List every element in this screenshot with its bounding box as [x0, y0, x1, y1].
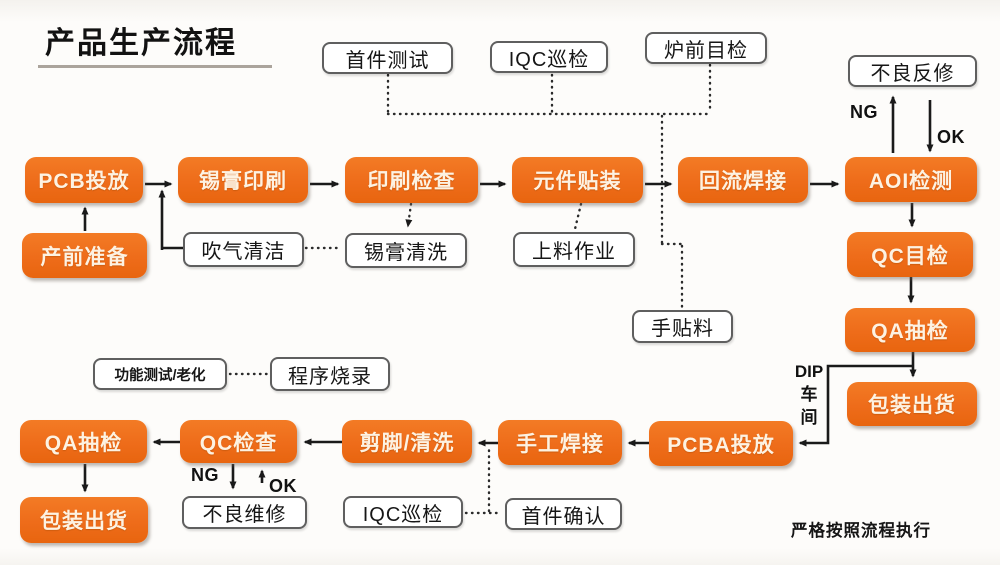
label-dip-line1: DIP: [794, 362, 824, 381]
node-pre-production: 产前准备: [22, 233, 147, 278]
node-iqc-patrol-top: IQC巡检: [490, 41, 608, 73]
node-reflow-solder: 回流焊接: [678, 157, 808, 203]
node-func-test-aging: 功能测试/老化: [93, 358, 227, 390]
node-defect-repair: 不良维修: [182, 496, 307, 529]
node-program-burn: 程序烧录: [270, 357, 390, 391]
node-pcba-feed: PCBA投放: [649, 421, 793, 466]
node-hand-place: 手贴料: [632, 310, 733, 343]
node-paste-wash: 锡膏清洗: [345, 233, 467, 268]
node-furnace-visual-inspect: 炉前目检: [645, 32, 767, 64]
solid-connectors: [81, 95, 934, 493]
label-dip-line3: 间: [800, 407, 818, 427]
node-trim-clean: 剪脚/清洗: [342, 420, 472, 463]
node-aoi-inspect: AOI检测: [845, 157, 977, 202]
label-ok-bottom: OK: [269, 476, 297, 496]
label-dip-line2: 车: [800, 384, 818, 404]
node-pcb-feed: PCB投放: [25, 157, 143, 203]
label-ok-top: OK: [937, 127, 965, 147]
node-qc-visual-inspect: QC目检: [847, 232, 973, 277]
footer-note: 严格按照流程执行: [791, 522, 931, 540]
node-iqc-patrol-bottom: IQC巡检: [343, 496, 463, 528]
node-defect-rework: 不良反修: [848, 55, 977, 87]
dotted-connectors: [228, 63, 714, 515]
label-ng-bottom: NG: [191, 465, 219, 485]
node-first-article-confirm: 首件确认: [505, 498, 622, 530]
node-pack-ship-bottom: 包装出货: [20, 497, 148, 543]
label-ng-top: NG: [850, 102, 878, 122]
node-feeding-operation: 上料作业: [513, 232, 635, 267]
node-qc-check: QC检查: [180, 420, 297, 463]
node-qa-sample-right: QA抽检: [845, 308, 975, 352]
node-solder-paste-print: 锡膏印刷: [178, 157, 308, 203]
label-dip-workshop: DIP 车 间: [791, 361, 827, 430]
node-first-article-test: 首件测试: [322, 42, 453, 74]
node-print-inspect: 印刷检查: [345, 157, 478, 203]
node-hand-solder: 手工焊接: [498, 420, 622, 465]
title-underline: [38, 65, 272, 68]
node-component-place: 元件贴装: [512, 157, 643, 203]
page-title: 产品生产流程: [45, 27, 237, 60]
node-blow-clean: 吹气清洁: [183, 232, 304, 267]
node-pack-ship-right: 包装出货: [847, 382, 977, 426]
node-qa-sample-bottom: QA抽检: [20, 420, 147, 463]
